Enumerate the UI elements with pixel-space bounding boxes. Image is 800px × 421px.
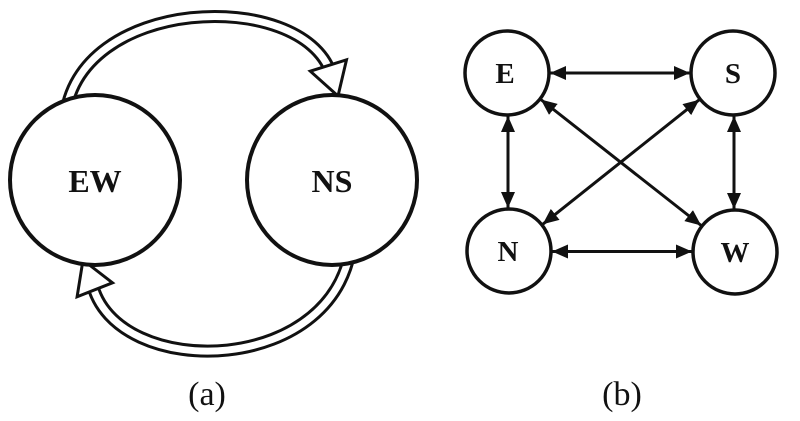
panel-a-caption: (a) [188,376,226,413]
edge-n-s [541,98,701,226]
edge-ew-to-ns-arrow [58,10,349,121]
node-ns: NS [245,93,419,267]
hollow-arrowhead-icon [75,257,116,300]
node-e-label: E [495,58,514,90]
node-n: N [465,207,553,295]
node-s-label: S [725,58,741,90]
hollow-arrowhead-icon [307,57,349,99]
panel-b: E S N W (b) [463,29,779,413]
panel-b-caption: (b) [602,376,642,413]
node-ew: EW [8,93,182,267]
node-s: S [689,29,777,117]
panel-a: EW NS (a) [8,10,419,413]
node-ns-label: NS [312,163,353,199]
node-w: W [691,208,779,296]
panel-b-edges [501,66,741,259]
node-w-label: W [721,237,750,269]
node-ew-label: EW [68,163,121,199]
node-e: E [463,29,551,117]
node-n-label: N [498,236,519,268]
edge-ns-to-ew-arrow [75,234,359,358]
